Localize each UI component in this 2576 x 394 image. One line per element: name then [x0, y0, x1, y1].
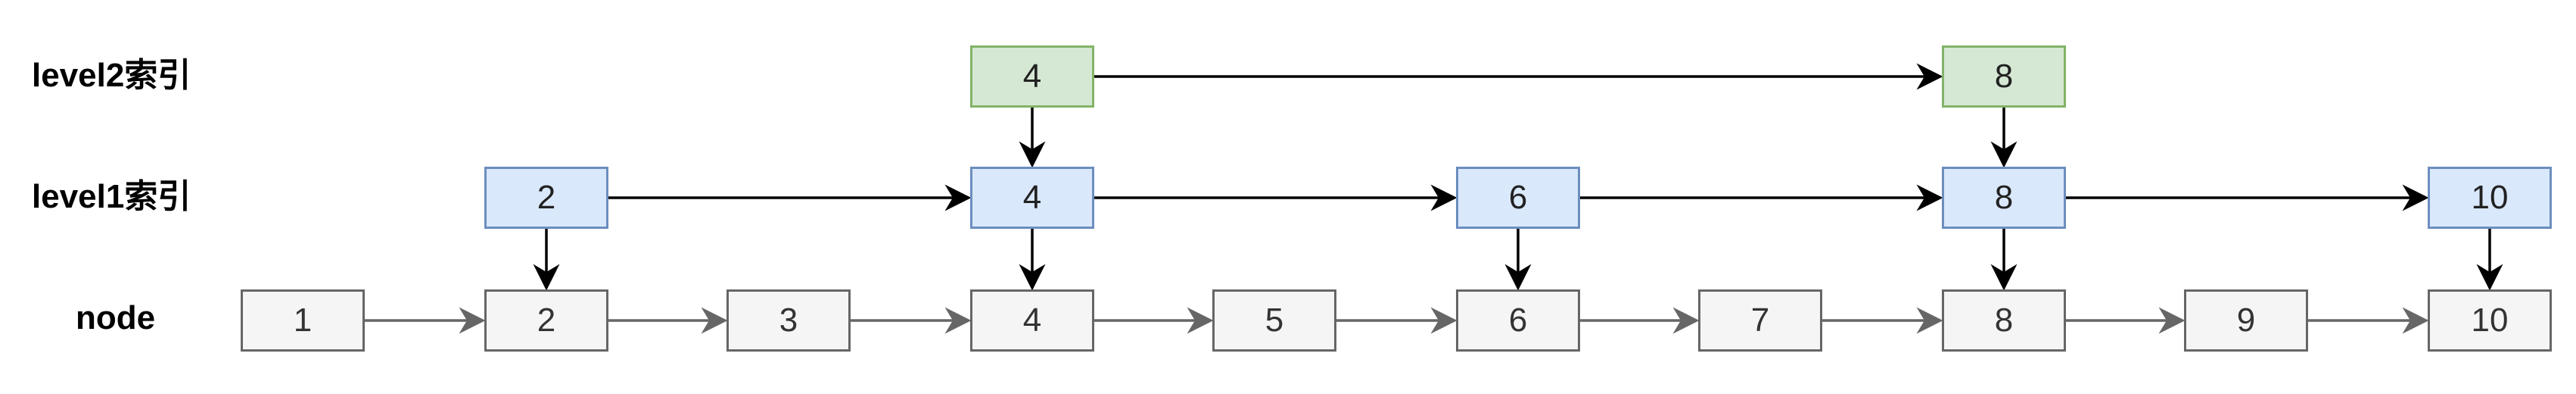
level2-index-label: level2索引 [32, 57, 191, 94]
level1-node-2: 2 [484, 167, 608, 229]
node-row-label: node [76, 299, 156, 336]
base-node-9: 9 [2184, 289, 2308, 352]
base-node-8: 8 [1942, 289, 2066, 352]
level1-node-10: 10 [2428, 167, 2552, 229]
base-node-2: 2 [484, 289, 608, 352]
base-node-3: 3 [726, 289, 851, 352]
level1-node-8: 8 [1942, 167, 2066, 229]
level1-node-4: 4 [970, 167, 1094, 229]
level1-index-label: level1索引 [32, 178, 191, 215]
level1-node-6: 6 [1456, 167, 1580, 229]
level2-node-8: 8 [1942, 45, 2066, 108]
base-node-1: 1 [241, 289, 365, 352]
base-node-4: 4 [970, 289, 1094, 352]
base-node-6: 6 [1456, 289, 1580, 352]
base-node-7: 7 [1698, 289, 1822, 352]
base-node-10: 10 [2428, 289, 2552, 352]
base-node-5: 5 [1212, 289, 1336, 352]
level2-node-4: 4 [970, 45, 1094, 108]
